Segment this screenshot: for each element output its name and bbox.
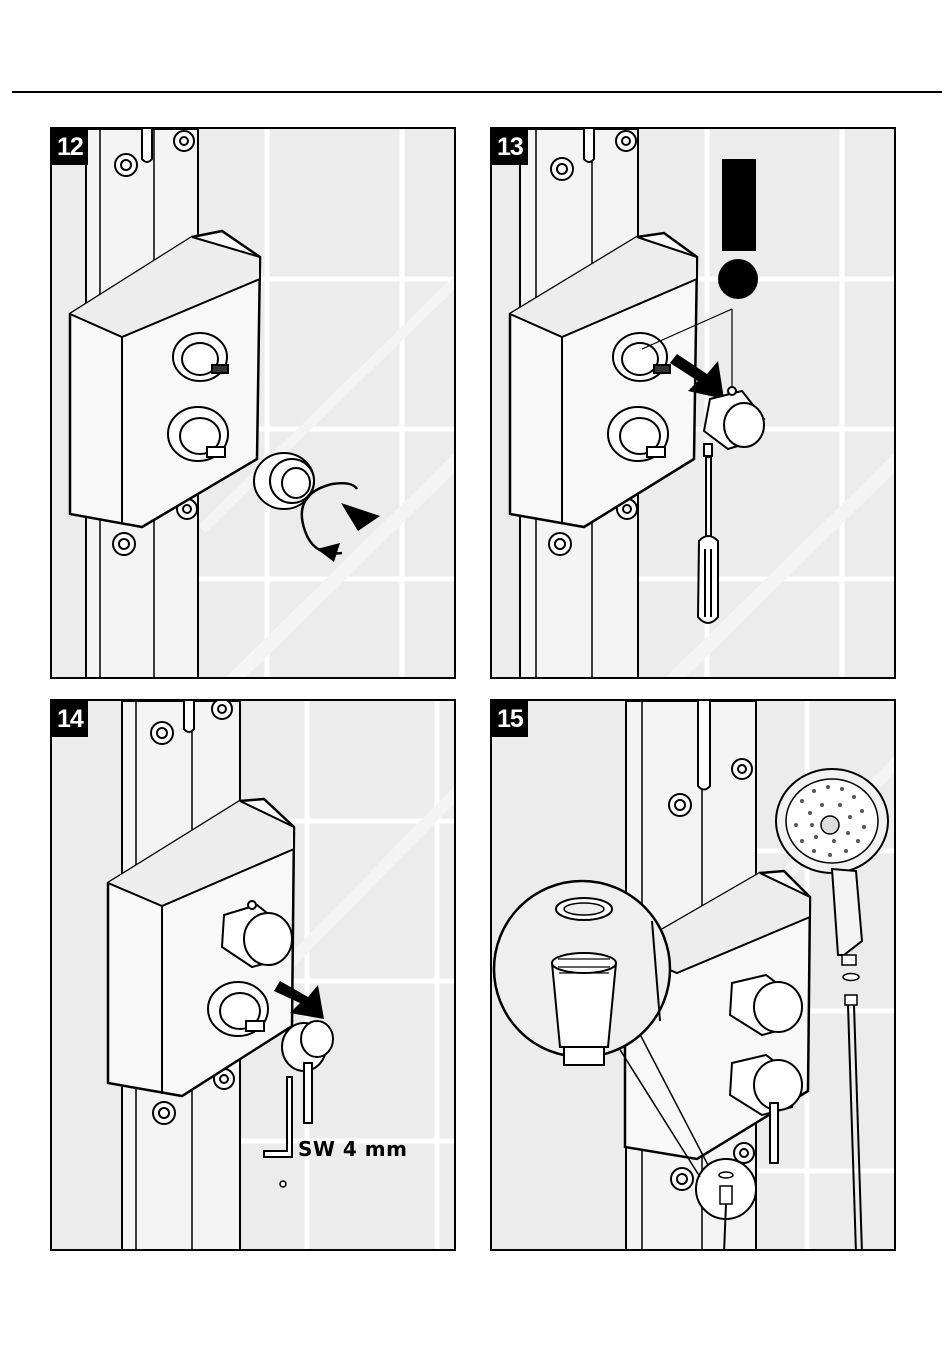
allen-key-icon bbox=[264, 1077, 292, 1187]
step-number-badge: 13 bbox=[492, 129, 528, 165]
header-rule bbox=[12, 91, 942, 93]
step-15-panel: 15 bbox=[490, 699, 896, 1251]
valve-cartridge-icon bbox=[208, 982, 268, 1036]
warning-exclamation-icon bbox=[718, 159, 758, 299]
step-number-badge: 14 bbox=[52, 701, 88, 737]
step-12-illustration bbox=[52, 129, 456, 679]
step-14-illustration bbox=[52, 701, 456, 1251]
step-number-badge: 12 bbox=[52, 129, 88, 165]
step-13-panel: 13 bbox=[490, 127, 896, 679]
step-14-panel: 14 SW 4 mm bbox=[50, 699, 456, 1251]
screwdriver-icon bbox=[698, 444, 718, 623]
allen-key-size-label: SW 4 mm bbox=[298, 1137, 408, 1161]
step-15-illustration bbox=[492, 701, 896, 1251]
step-number-badge: 15 bbox=[492, 701, 528, 737]
step-12-panel: 12 bbox=[50, 127, 456, 679]
step-13-illustration bbox=[492, 129, 896, 679]
